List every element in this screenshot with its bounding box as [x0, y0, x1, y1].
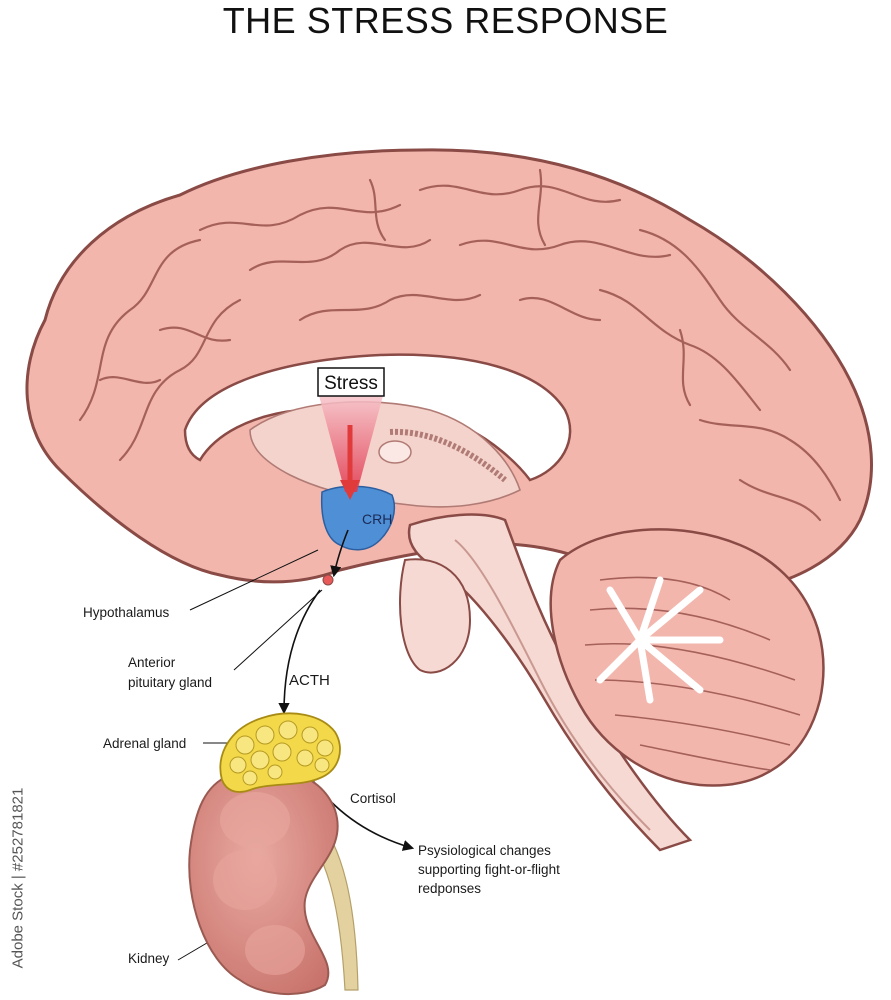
anterior-pituitary-label-line1: Anterior [128, 655, 176, 670]
hypothalamus-region [320, 485, 396, 551]
hypothalamus-label: Hypothalamus [83, 605, 170, 620]
adrenal-gland-illustration [219, 712, 341, 793]
stock-id-text: Adobe Stock | #252781821 [9, 787, 27, 968]
corpus-callosum [183, 353, 572, 482]
anterior-pituitary-label-line2: pituitary gland [128, 675, 212, 690]
diagram-title: THE STRESS RESPONSE [222, 0, 669, 41]
acth-arrow-icon [278, 589, 321, 715]
stress-label: Stress [324, 373, 378, 394]
kidney-label: Kidney [128, 951, 170, 966]
changes-label-line3: redponses [418, 881, 481, 896]
adrenal-gland-label: Adrenal gland [103, 736, 186, 751]
stress-arrow-icon [340, 480, 360, 500]
stock-watermark-id: Adobe Stock | #252781821 [8, 770, 28, 985]
stress-box [317, 367, 385, 397]
cortisol-label: Cortisol [350, 791, 396, 806]
changes-label-line2: supporting fight-or-flight [418, 862, 560, 877]
pituitary-gland [322, 574, 334, 586]
cerebellum [549, 528, 825, 787]
kidney-illustration [188, 767, 359, 996]
crh-arrow-icon [330, 529, 349, 578]
changes-label-line1: Psysiological changes [418, 843, 551, 858]
crh-label: CRH [362, 511, 392, 527]
brain-illustration [25, 148, 873, 852]
acth-label: ACTH [289, 672, 330, 689]
